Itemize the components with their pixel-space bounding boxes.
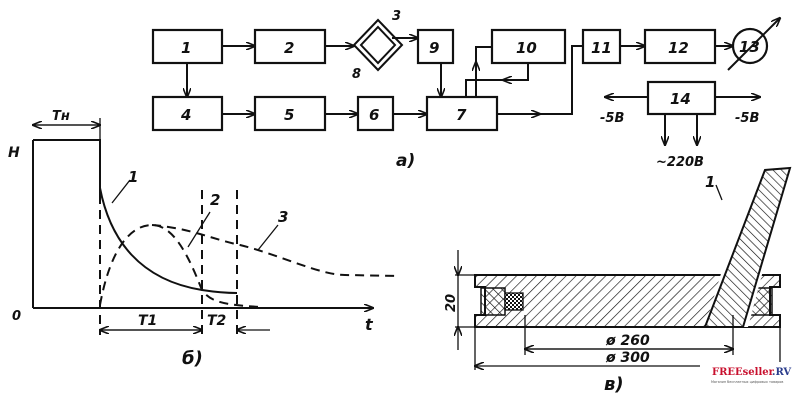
svg-text:10: 10 bbox=[516, 39, 537, 57]
block-6: 6 bbox=[356, 95, 395, 132]
block-11: 11 bbox=[581, 28, 622, 65]
curve-1 bbox=[99, 187, 238, 294]
caption-c: в) bbox=[604, 374, 624, 395]
block-2: 2 bbox=[253, 28, 327, 65]
block-5: 5 bbox=[253, 95, 327, 132]
block-4: 4 bbox=[151, 95, 224, 132]
svg-text:5: 5 bbox=[284, 106, 294, 124]
block-7: 7 bbox=[425, 95, 499, 132]
block-10: 10 bbox=[490, 28, 567, 65]
svg-text:9: 9 bbox=[429, 39, 439, 57]
block-1: 1 bbox=[151, 28, 224, 65]
block-diagram: 1 2 3 8 9 10 11 12 13 4 5 6 7 14 bbox=[151, 9, 780, 171]
cross-section-drawing: 1 20 ø 260 ø 300 в) bbox=[444, 165, 792, 395]
svg-text:2: 2 bbox=[284, 39, 294, 57]
block-9: 9 bbox=[416, 28, 455, 65]
block-12: 12 bbox=[643, 28, 717, 65]
pulse bbox=[33, 139, 101, 200]
connections bbox=[187, 38, 760, 145]
origin-label: 0 bbox=[12, 309, 21, 324]
caption-a: а) bbox=[396, 151, 415, 171]
curve-2 bbox=[99, 223, 261, 308]
inner-diameter-dimension: ø 260 bbox=[605, 333, 650, 349]
voltage-right-label: -5В bbox=[735, 111, 759, 126]
svg-text:4: 4 bbox=[180, 106, 191, 124]
y-axis-label: H bbox=[8, 145, 20, 161]
block-14-power-supply: 14 bbox=[646, 80, 717, 116]
interval-t2-label: T2 bbox=[207, 313, 226, 329]
block-3-sensor: 3 8 bbox=[352, 9, 404, 82]
block-13-meter: 13 bbox=[727, 18, 780, 71]
watermark-logo: FREEseller .RV Магазин бесплатных цифров… bbox=[705, 362, 800, 384]
part-1-label: 1 bbox=[705, 173, 715, 191]
svg-text:1: 1 bbox=[181, 39, 191, 57]
interval-t1-label: T1 bbox=[138, 313, 157, 329]
mains-voltage-label: ~220В bbox=[656, 155, 704, 170]
caption-b: б) bbox=[182, 348, 203, 369]
height-dimension: 20 bbox=[444, 294, 459, 312]
part-1-bar bbox=[703, 166, 792, 328]
svg-text:8: 8 bbox=[352, 67, 361, 82]
svg-text:11: 11 bbox=[591, 39, 612, 57]
svg-text:14: 14 bbox=[670, 90, 691, 108]
svg-text:7: 7 bbox=[456, 106, 467, 124]
svg-text:3: 3 bbox=[392, 9, 401, 24]
x-axis-label: t bbox=[365, 315, 374, 334]
curve-3-label: 3 bbox=[278, 208, 288, 226]
outer-diameter-dimension: ø 300 bbox=[605, 350, 650, 366]
svg-text:FREEseller: FREEseller bbox=[712, 367, 775, 378]
svg-text:Магазин бесплатных цифровых то: Магазин бесплатных цифровых товаров bbox=[711, 380, 783, 384]
curve-1-label: 1 bbox=[128, 168, 138, 186]
svg-text:.RV: .RV bbox=[772, 367, 791, 378]
curve-2-label: 2 bbox=[210, 191, 220, 209]
pulse-duration-label: Тн bbox=[52, 109, 70, 124]
voltage-left-label: -5В bbox=[600, 111, 624, 126]
svg-text:6: 6 bbox=[369, 106, 379, 124]
timing-graph: H t 0 Тн T1 T2 1 2 3 б) bbox=[8, 109, 401, 369]
svg-text:12: 12 bbox=[668, 39, 689, 57]
curve-3 bbox=[151, 224, 401, 277]
